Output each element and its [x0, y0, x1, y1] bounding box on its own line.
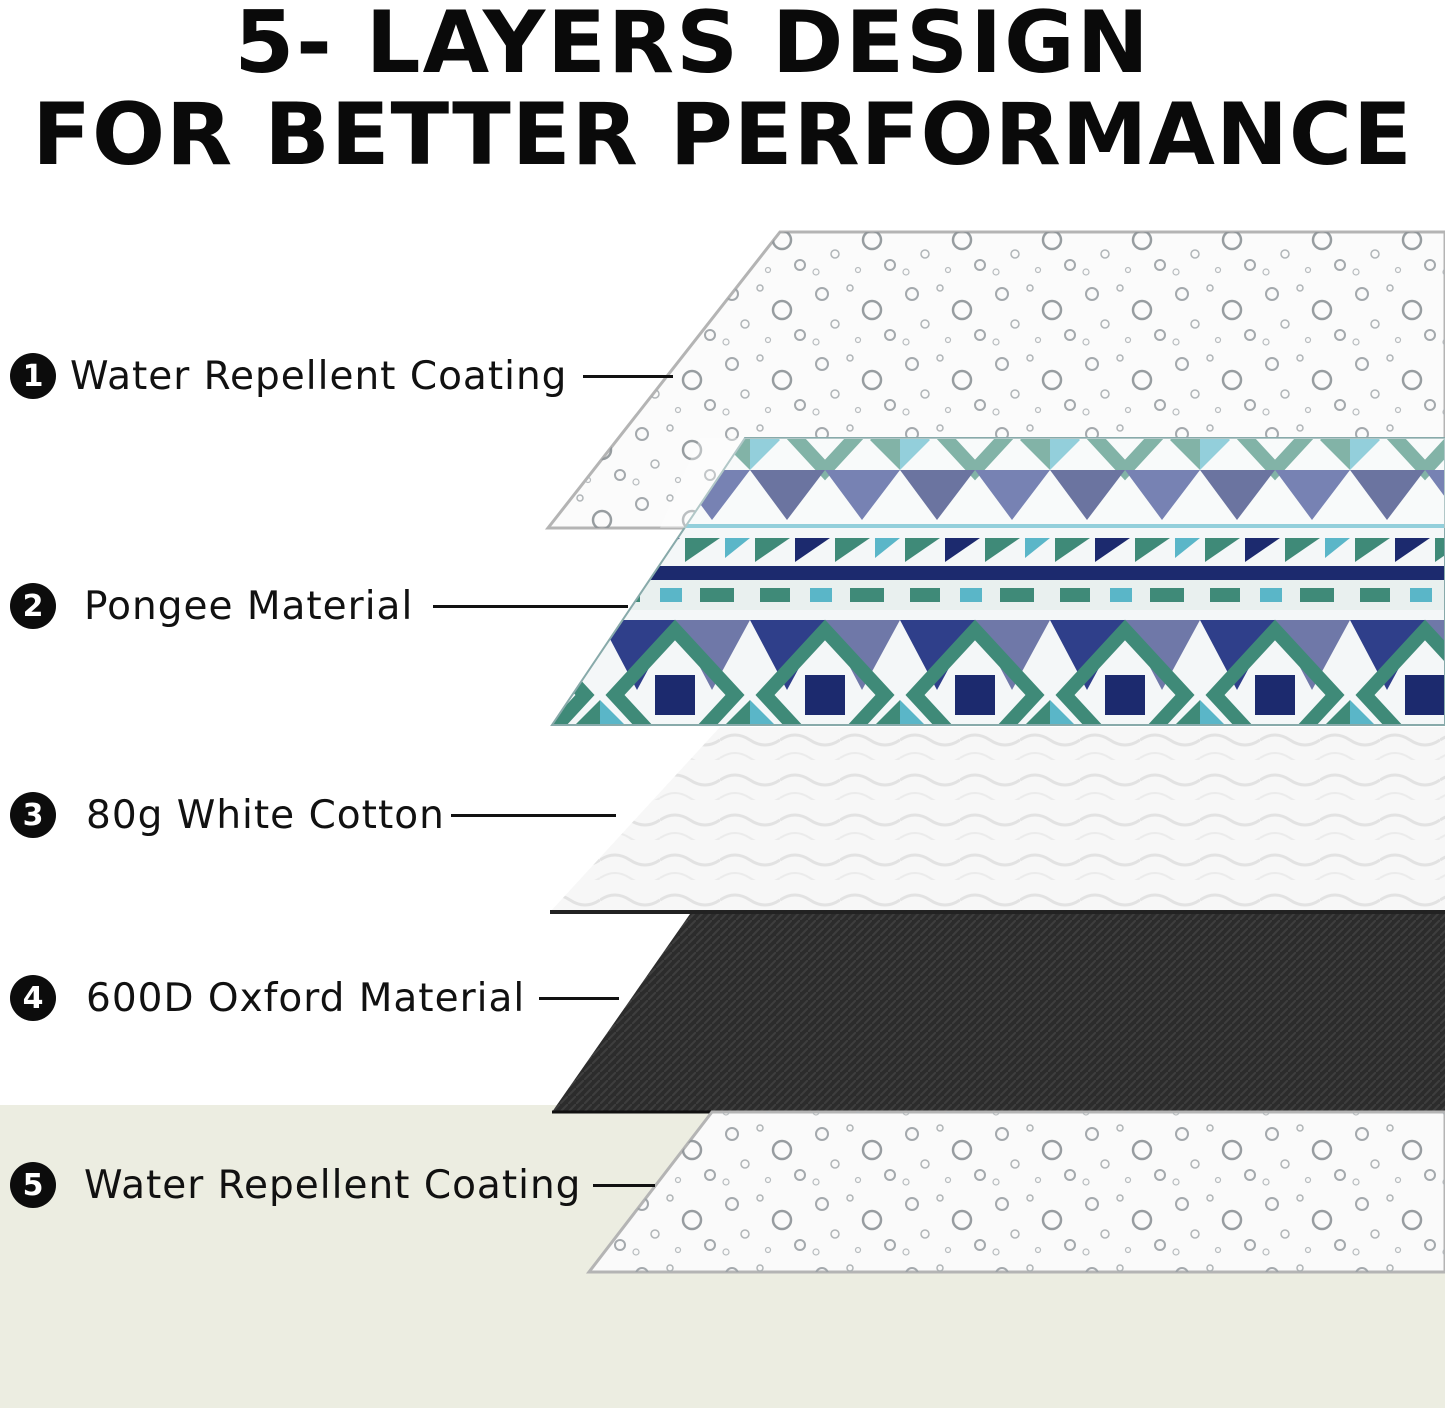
- number-badge-1: 1: [10, 353, 56, 399]
- number-badge-4: 4: [10, 975, 56, 1021]
- headline-line-2: FOR BETTER PERFORMANCE: [32, 85, 1413, 185]
- leader-line-1: [583, 374, 674, 378]
- layer-label-2: 2 Pongee Material: [10, 581, 629, 631]
- layer-label-5: 5 Water Repellent Coating: [10, 1160, 656, 1210]
- leader-line-3: [450, 813, 616, 817]
- layer-3-white-cotton: [550, 727, 1445, 914]
- headline-line-1: 5- LAYERS DESIGN: [234, 0, 1151, 93]
- number-badge-3: 3: [10, 792, 56, 838]
- leader-line-4: [539, 996, 620, 1000]
- number-badge-2: 2: [10, 583, 56, 629]
- layer-label-text-5: Water Repellent Coating: [84, 1162, 582, 1208]
- layer-label-text-3: 80g White Cotton: [86, 792, 445, 838]
- layer-label-text-4: 600D Oxford Material: [86, 975, 526, 1021]
- layer-label-text-1: Water Repellent Coating: [70, 353, 568, 399]
- leader-line-5: [593, 1183, 656, 1187]
- layer-label-4: 4 600D Oxford Material: [10, 973, 620, 1023]
- layer-5-water-coating: [585, 1110, 1445, 1274]
- number-badge-5: 5: [10, 1162, 56, 1208]
- layer-label-3: 3 80g White Cotton: [10, 790, 616, 840]
- leader-line-2: [433, 604, 629, 608]
- layer-4-oxford-material: [552, 914, 1445, 1114]
- layer-label-1: 1 Water Repellent Coating: [10, 351, 674, 401]
- layer-label-text-2: Pongee Material: [84, 583, 414, 629]
- layer-2-pongee-material: [550, 437, 1445, 726]
